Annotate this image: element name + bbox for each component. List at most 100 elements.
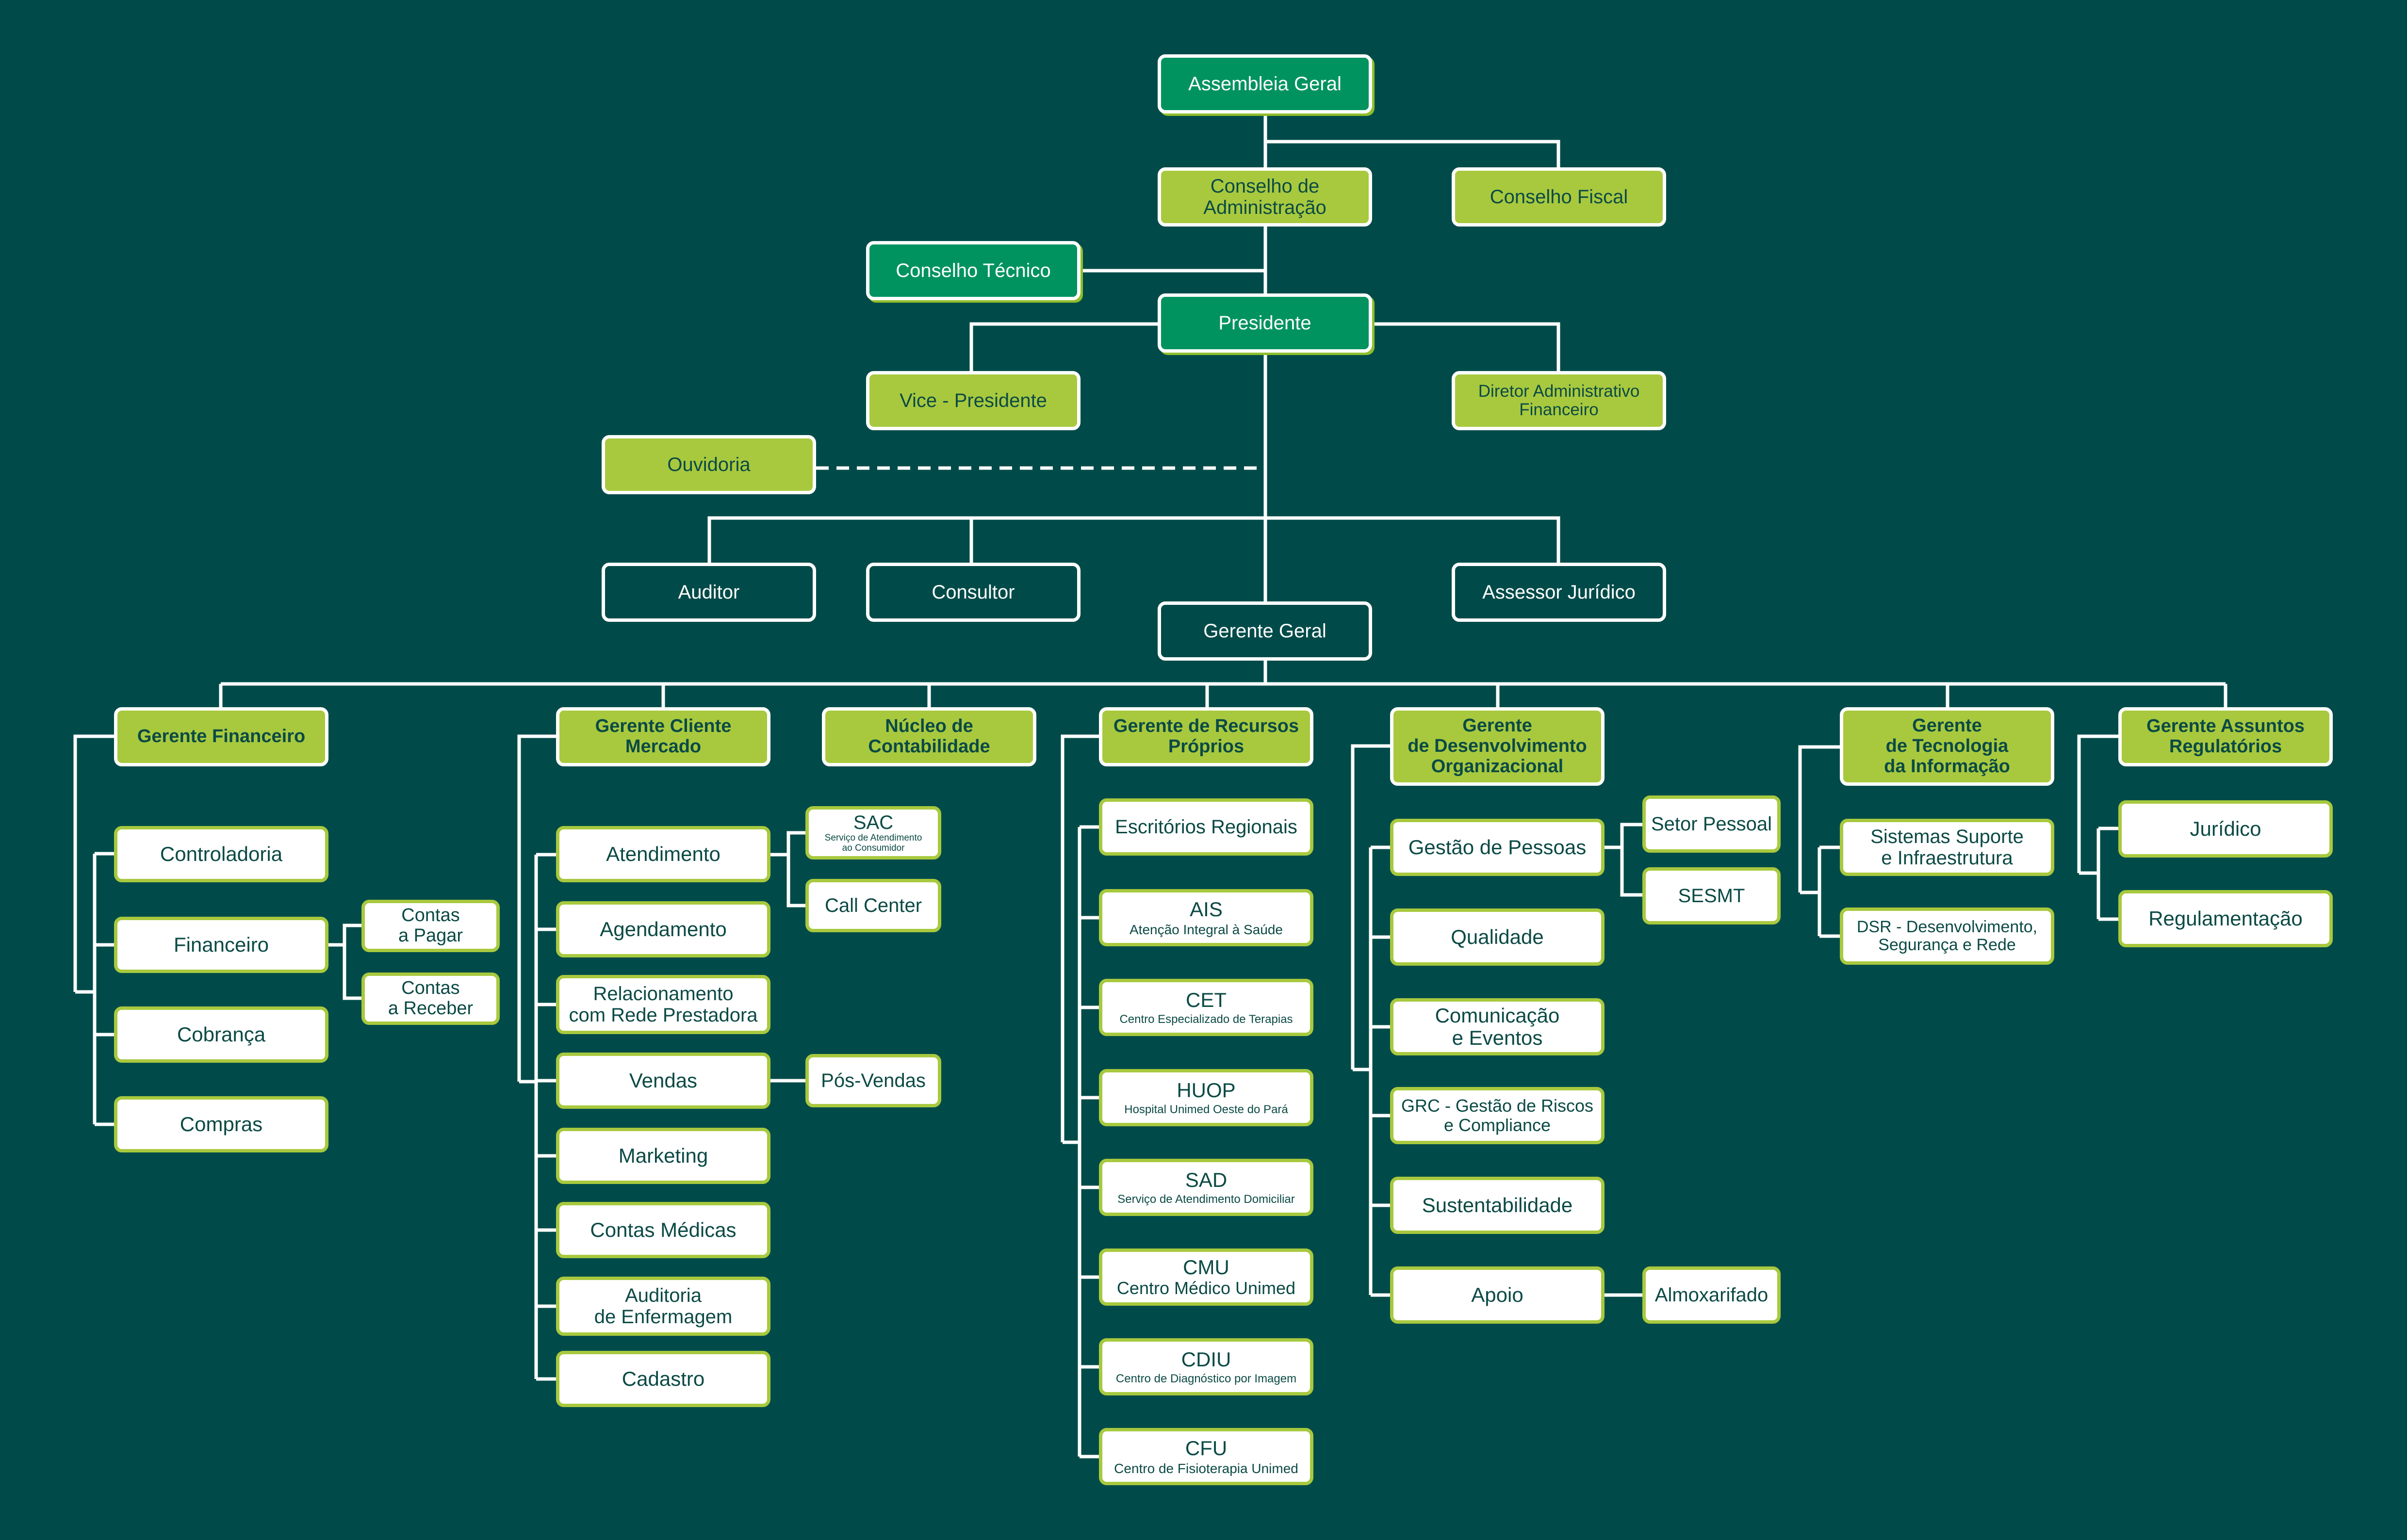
- sustentabilidade-label: Sustentabilidade: [1422, 1193, 1573, 1216]
- gerente-desenvolvimento-box: Gerente de Desenvolvimento Organizaciona…: [1390, 707, 1605, 786]
- gerente-regulatorios-box: Gerente Assuntos Regulatórios: [2118, 707, 2333, 766]
- gerente-cliente-mercado-label: Gerente Cliente Mercado: [595, 716, 732, 757]
- apoio-box: Apoio: [1390, 1266, 1605, 1324]
- vendas-label: Vendas: [629, 1069, 698, 1092]
- agendamento-label: Agendamento: [600, 917, 727, 940]
- contas-receber-label: Contas a Receber: [388, 978, 474, 1019]
- vice-presidente-box: Vice - Presidente: [866, 371, 1081, 430]
- controladoria-box: Controladoria: [114, 826, 328, 882]
- financeiro-label: Financeiro: [173, 933, 269, 956]
- ais-sublabel: Atenção Integral à Saúde: [1129, 922, 1283, 937]
- atendimento-label: Atendimento: [606, 842, 720, 865]
- conselho-tecnico-box: Conselho Técnico: [866, 241, 1081, 300]
- pos-vendas-box: Pós-Vendas: [805, 1054, 941, 1107]
- assessor-juridico-box: Assessor Jurídico: [1452, 563, 1666, 622]
- assembleia-geral-box: Assembleia Geral: [1158, 54, 1372, 113]
- gerente-recursos-proprios-box: Gerente de Recursos Próprios: [1099, 707, 1313, 766]
- presidente-box: Presidente: [1158, 293, 1372, 353]
- ouvidoria-box: Ouvidoria: [602, 435, 816, 494]
- cet-sublabel: Centro Especializado de Terapias: [1119, 1012, 1293, 1026]
- call-center-label: Call Center: [824, 895, 922, 916]
- cadastro-box: Cadastro: [556, 1351, 770, 1407]
- auditoria-enfermagem-box: Auditoria de Enfermagem: [556, 1277, 770, 1336]
- cmu-label: CMU: [1183, 1256, 1229, 1279]
- grc-label: GRC - Gestão de Riscos e Compliance: [1401, 1096, 1594, 1135]
- contas-medicas-box: Contas Médicas: [556, 1202, 770, 1258]
- relacionamento-box: Relacionamento com Rede Prestadora: [556, 975, 770, 1034]
- gerente-tecnologia-box: Gerente de Tecnologia da Informação: [1840, 707, 2054, 786]
- gerente-financeiro-label: Gerente Financeiro: [137, 726, 306, 747]
- marketing-label: Marketing: [618, 1144, 708, 1167]
- huop-sublabel: Hospital Unimed Oeste do Pará: [1124, 1102, 1288, 1116]
- financeiro-box: Financeiro: [114, 917, 328, 973]
- consultor-label: Consultor: [932, 582, 1015, 603]
- relacionamento-label: Relacionamento com Rede Prestadora: [569, 983, 758, 1026]
- sad-sublabel: Serviço de Atendimento Domiciliar: [1117, 1192, 1295, 1206]
- cobranca-box: Cobrança: [114, 1006, 328, 1063]
- sistemas-suporte-box: Sistemas Suporte e Infraestrutura: [1840, 819, 2054, 876]
- vice-presidente-label: Vice - Presidente: [900, 390, 1047, 411]
- gerente-regulatorios-label: Gerente Assuntos Regulatórios: [2146, 716, 2305, 757]
- assessor-juridico-label: Assessor Jurídico: [1482, 582, 1636, 603]
- gestao-pessoas-label: Gestão de Pessoas: [1408, 835, 1587, 859]
- qualidade-box: Qualidade: [1390, 908, 1605, 966]
- atendimento-box: Atendimento: [556, 826, 770, 882]
- sac-label: SAC: [853, 812, 894, 834]
- sustentabilidade-box: Sustentabilidade: [1390, 1177, 1605, 1234]
- sistemas-suporte-label: Sistemas Suporte e Infraestrutura: [1870, 826, 2024, 869]
- marketing-box: Marketing: [556, 1128, 770, 1184]
- cobranca-label: Cobrança: [177, 1022, 266, 1046]
- gerente-financeiro-box: Gerente Financeiro: [114, 707, 328, 766]
- regulamentacao-box: Regulamentação: [2118, 890, 2333, 947]
- auditoria-enfermagem-label: Auditoria de Enfermagem: [594, 1285, 733, 1328]
- gerente-recursos-proprios-label: Gerente de Recursos Próprios: [1113, 716, 1299, 757]
- conselho-fiscal-label: Conselho Fiscal: [1490, 186, 1628, 208]
- nucleo-contabilidade-label: Núcleo de Contabilidade: [868, 716, 990, 757]
- gerente-geral-box: Gerente Geral: [1158, 601, 1372, 661]
- huop-label: HUOP: [1177, 1078, 1236, 1102]
- cfu-label: CFU: [1185, 1436, 1228, 1459]
- conselho-tecnico-label: Conselho Técnico: [896, 260, 1051, 281]
- almoxarifado-label: Almoxarifado: [1654, 1284, 1768, 1306]
- auditor-label: Auditor: [678, 582, 740, 603]
- compras-box: Compras: [114, 1096, 328, 1152]
- dsr-box: DSR - Desenvolvimento, Segurança e Rede: [1840, 908, 2054, 965]
- ais-label: AIS: [1190, 897, 1223, 921]
- setor-pessoal-box: Setor Pessoal: [1642, 795, 1781, 853]
- juridico-label: Jurídico: [2190, 817, 2261, 840]
- almoxarifado-box: Almoxarifado: [1642, 1266, 1781, 1324]
- diretor-administrativo-box: Diretor Administrativo Financeiro: [1452, 371, 1666, 430]
- diretor-administrativo-label: Diretor Administrativo Financeiro: [1478, 381, 1640, 419]
- conselho-fiscal-box: Conselho Fiscal: [1452, 167, 1666, 227]
- assembleia-geral-label: Assembleia Geral: [1188, 73, 1342, 95]
- apoio-label: Apoio: [1471, 1283, 1523, 1306]
- sac-sublabel: Serviço de Atendimento ao Consumidor: [824, 833, 922, 853]
- contas-receber-box: Contas a Receber: [361, 973, 500, 1025]
- gerente-tecnologia-label: Gerente de Tecnologia da Informação: [1884, 715, 2010, 777]
- call-center-box: Call Center: [805, 879, 941, 932]
- controladoria-label: Controladoria: [160, 842, 283, 865]
- consultor-box: Consultor: [866, 563, 1081, 622]
- sesmt-label: SESMT: [1678, 885, 1745, 907]
- conselho-administracao-box: Conselho de Administração: [1158, 167, 1372, 227]
- cadastro-label: Cadastro: [622, 1367, 705, 1390]
- regulamentacao-label: Regulamentação: [2148, 907, 2303, 930]
- presidente-label: Presidente: [1218, 312, 1311, 334]
- gerente-cliente-mercado-box: Gerente Cliente Mercado: [556, 707, 770, 766]
- gestao-pessoas-box: Gestão de Pessoas: [1390, 819, 1605, 876]
- contas-medicas-label: Contas Médicas: [590, 1218, 737, 1241]
- dsr-label: DSR - Desenvolvimento, Segurança e Rede: [1856, 917, 2038, 954]
- sesmt-box: SESMT: [1642, 867, 1781, 924]
- nucleo-contabilidade-box: Núcleo de Contabilidade: [822, 707, 1036, 766]
- gerente-geral-label: Gerente Geral: [1203, 620, 1326, 642]
- sad-label: SAD: [1185, 1168, 1228, 1191]
